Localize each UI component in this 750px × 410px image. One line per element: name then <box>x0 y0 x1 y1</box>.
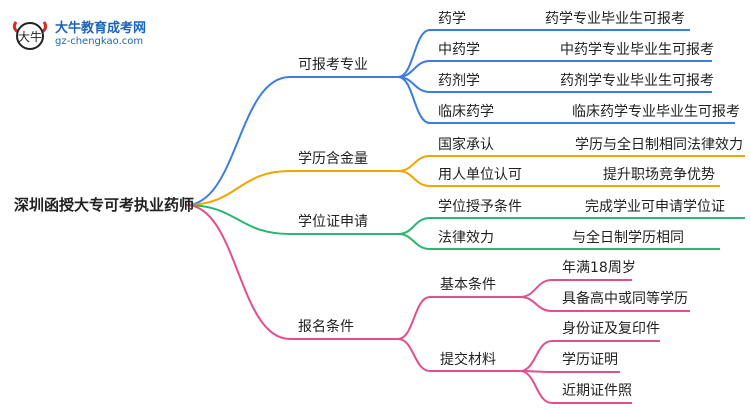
connector-root-branch <box>185 204 291 340</box>
major-pharmacy-note: 药学专业毕业生可报考 <box>545 11 685 27</box>
registration-materials: 提交材料 <box>440 352 496 368</box>
connector-branch-leaf <box>397 233 431 250</box>
connector-branch-leaf <box>397 170 431 187</box>
bull-logo-icon: 大牛 <box>12 21 48 50</box>
degree-legal-effect-note: 与全日制学历相同 <box>572 230 684 246</box>
connector-branch-leaf <box>397 217 431 235</box>
connector-branch-leaf <box>397 76 431 124</box>
material-diploma-proof: 学历证明 <box>562 352 618 368</box>
basic-condition-age: 年满18周岁 <box>562 260 636 276</box>
material-id-photo: 近期证件照 <box>562 383 632 399</box>
connector-sub-item <box>519 370 553 404</box>
connector-root-branch <box>185 204 291 235</box>
degree-award-conditions: 学位授予条件 <box>438 199 522 215</box>
brand-url: gz-chengkao.com <box>55 36 144 47</box>
branch-registration: 报名条件 <box>298 319 354 335</box>
major-pharmacy: 药学 <box>438 11 466 27</box>
branch-degree-certificate: 学位证申请 <box>298 214 368 230</box>
logo-mark-text: 大牛 <box>18 29 42 44</box>
value-employer-recognized: 用人单位认可 <box>438 167 522 183</box>
brand-name: 大牛教育成考网 <box>55 21 147 36</box>
major-clinical-pharmacy-note: 临床药学专业毕业生可报考 <box>572 104 740 120</box>
degree-legal-effect: 法律效力 <box>438 230 494 246</box>
value-state-recognized: 国家承认 <box>438 137 494 153</box>
value-state-recognized-note: 学历与全日制相同法律效力 <box>575 137 743 153</box>
value-employer-recognized-note: 提升职场竞争优势 <box>603 167 715 183</box>
brand-logo: 大牛 大牛教育成考网 gz-chengkao.com <box>10 12 170 54</box>
major-pharmaceutics-note: 药剂学专业毕业生可报考 <box>560 73 714 89</box>
major-tcm-pharmacy-note: 中药学专业毕业生可报考 <box>560 42 714 58</box>
connector-branch-leaf <box>397 155 431 172</box>
branch-qualified-majors: 可报考专业 <box>298 57 368 73</box>
registration-basic-conditions: 基本条件 <box>440 277 496 293</box>
material-id-card: 身份证及复印件 <box>562 321 660 337</box>
degree-award-conditions-note: 完成学业可申请学位证 <box>585 199 725 215</box>
root-topic: 深圳函授大专可考执业药师 <box>14 196 195 214</box>
connector-branch-sub <box>397 338 431 372</box>
major-clinical-pharmacy: 临床药学 <box>438 104 494 120</box>
major-pharmaceutics: 药剂学 <box>438 73 480 89</box>
connector-root-branch <box>185 76 291 206</box>
basic-condition-education: 具备高中或同等学历 <box>562 291 688 307</box>
connector-sub-item <box>519 279 553 298</box>
major-tcm-pharmacy: 中药学 <box>438 42 480 58</box>
connector-root-branch <box>185 170 291 206</box>
connector-sub-item <box>519 296 553 312</box>
branch-degree-value: 学历含金量 <box>298 151 368 167</box>
connector-sub-item <box>519 340 553 372</box>
connector-branch-sub <box>397 296 431 340</box>
